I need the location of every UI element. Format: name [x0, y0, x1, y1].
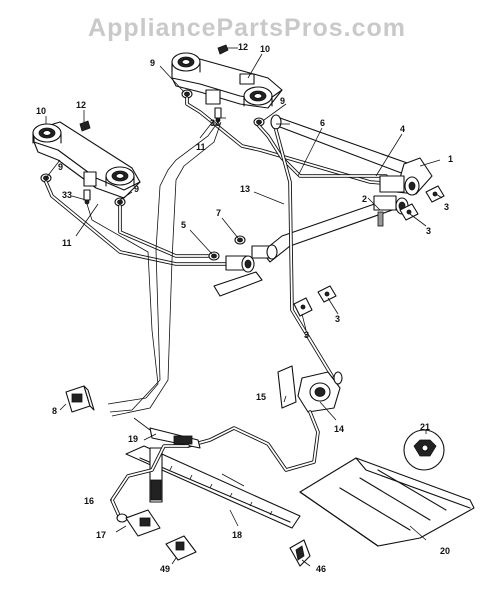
burner-head-right-front: [105, 166, 135, 187]
connector-2: [377, 211, 384, 227]
callout-10-left: 10: [36, 106, 46, 116]
fitting-5: [208, 251, 220, 261]
orifice-left-rear: [181, 89, 193, 99]
callout-7: 7: [216, 208, 221, 218]
burner-head-left-front: [32, 123, 62, 144]
manifold-long-tube: [274, 128, 334, 378]
callout-9-top-right: 9: [280, 96, 285, 106]
nut-21-detail: [403, 429, 445, 471]
safety-valve-14: [297, 371, 343, 413]
callout-18: 18: [232, 530, 242, 540]
callout-9-top-left: 9: [150, 58, 155, 68]
oven-burner-18: [125, 445, 301, 529]
burner-supply-tubes: [44, 96, 398, 266]
thermostat-bulb-19: [133, 417, 201, 449]
callout-9-left: 9: [58, 162, 63, 172]
callout-46: 46: [316, 564, 326, 574]
burner-valve-1: [379, 175, 420, 196]
burner-head-left-rear: [171, 52, 201, 73]
burner-valve-left: [225, 244, 278, 273]
callout-21: 21: [420, 422, 430, 432]
callout-9-left-right: 9: [134, 184, 139, 194]
callout-15: 15: [256, 392, 266, 402]
callout-16: 16: [84, 496, 94, 506]
watermark-text: AppliancePartsPros.com: [88, 14, 406, 42]
callout-10-top: 10: [260, 44, 270, 54]
valve-stem-3-right-upper: [425, 185, 445, 203]
callout-33-left: 33: [62, 190, 72, 200]
clip-12-left: [79, 120, 91, 132]
callout-19: 19: [128, 434, 138, 444]
clip-12-top: [217, 44, 229, 55]
valve-bracket-15: [277, 365, 297, 409]
callout-3-right-upper: 3: [444, 202, 449, 212]
valve-stem-3-right-lower: [399, 203, 419, 221]
burner-head-right-rear: [243, 86, 273, 107]
bracket-46: [289, 539, 311, 567]
callout-5: 5: [181, 220, 186, 230]
igniter-17: [125, 509, 161, 537]
valve-stem-3-center: [317, 285, 337, 303]
burner-baffle-20: [299, 457, 475, 547]
callout-11-left: 11: [62, 238, 72, 248]
leader-lines: [45, 47, 443, 567]
callout-20: 20: [440, 546, 450, 556]
oven-supply-tube: [186, 410, 320, 472]
ignitor-49: [165, 535, 197, 561]
callout-2: 2: [362, 194, 367, 204]
callout-3-center: 3: [335, 314, 340, 324]
valve-mount-bracket: [213, 271, 263, 297]
fitting-7: [234, 235, 246, 245]
callout-1: 1: [448, 154, 453, 164]
callout-6: 6: [320, 118, 325, 128]
callout-4: 4: [400, 124, 405, 134]
callout-14: 14: [334, 424, 344, 434]
callout-labels: 1 2 3 3 3 3 4 5 6 7 8 9 9 9 9 10 10 11 1…: [36, 42, 453, 574]
callout-3-left: 3: [304, 330, 309, 340]
callout-17: 17: [96, 530, 106, 540]
callout-49: 49: [160, 564, 170, 574]
callout-33-top: 33: [210, 118, 220, 128]
callout-8: 8: [52, 406, 57, 416]
ignition-wires: [86, 121, 222, 417]
spark-electrode-33-left: [83, 189, 91, 205]
valve-stem-3-left: [293, 297, 313, 317]
callout-12-left: 12: [76, 100, 86, 110]
spark-module-8: [65, 385, 95, 413]
callout-3-right-lower: 3: [426, 226, 431, 236]
callout-12-top: 12: [238, 42, 248, 52]
callout-11-center: 11: [196, 142, 206, 152]
callout-13: 13: [240, 184, 250, 194]
